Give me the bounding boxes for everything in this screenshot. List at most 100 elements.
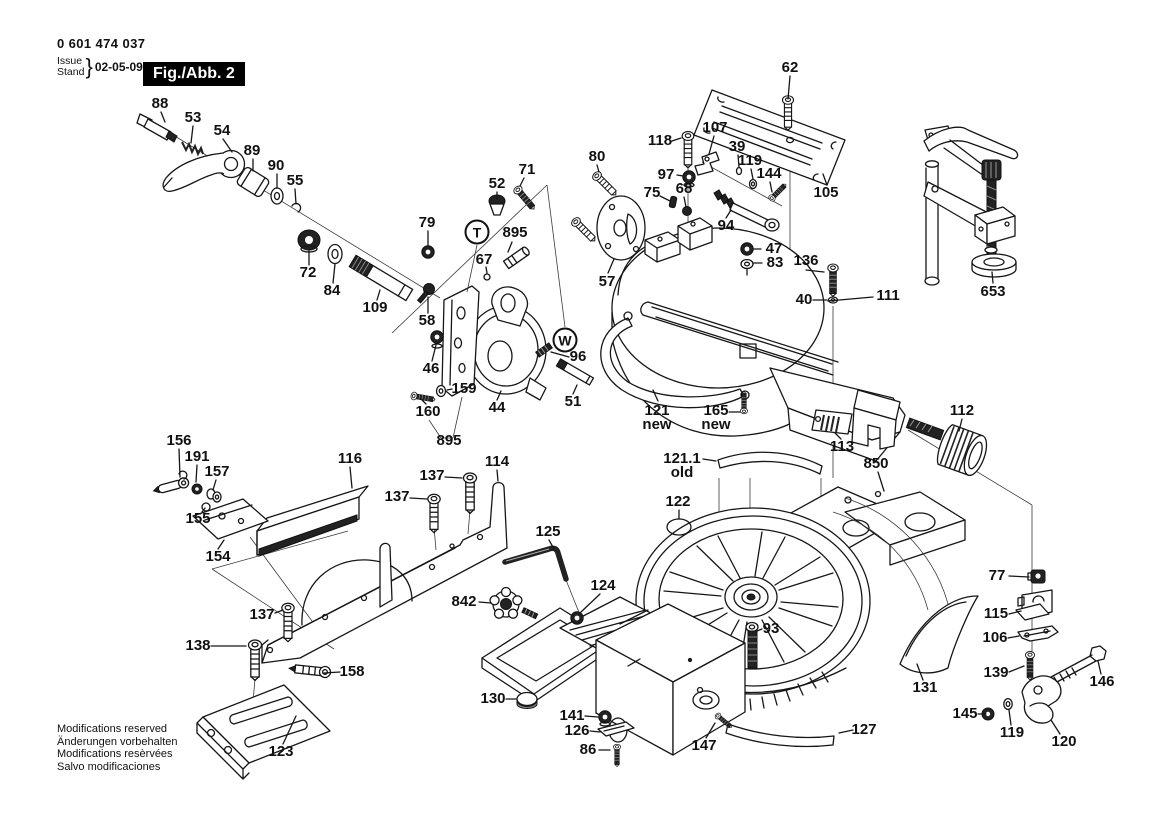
part-label-119: 119 (737, 152, 763, 169)
part-label-895: 895 (502, 224, 528, 241)
hold-down-clamp (923, 125, 1019, 286)
fence-plate-assembly (668, 89, 846, 232)
part-label-109: 109 (362, 299, 388, 316)
part-label-84: 84 (323, 282, 341, 299)
part-label-125: 125 (535, 523, 561, 540)
part-label-75: 75 (643, 184, 661, 201)
part-label-77: 77 (988, 567, 1006, 584)
part-label-139: 139 (983, 664, 1009, 681)
part-label-58: 58 (418, 312, 436, 329)
part-label-113: 113 (829, 438, 855, 455)
part-label-51: 51 (564, 393, 582, 410)
fence-block-assembly (152, 470, 369, 557)
part-label-89: 89 (243, 142, 261, 159)
part-label-106: 106 (982, 629, 1008, 646)
part-label-895: 895 (436, 432, 462, 449)
part-label-119: 119 (999, 724, 1025, 741)
issue-label-de: Stand (57, 66, 85, 78)
part-label-124: 124 (590, 577, 616, 594)
part-label-127: 127 (851, 721, 877, 738)
part-label-67: 67 (475, 251, 493, 268)
part-label-122: 122 (665, 493, 691, 510)
part-label-57: 57 (598, 273, 616, 290)
part-label-90: 90 (267, 157, 285, 174)
sled-assembly (481, 545, 746, 767)
part-label-137: 137 (384, 488, 410, 505)
base-plate-assembly (196, 639, 331, 780)
view-marker-W: W (552, 327, 578, 353)
part-label-79: 79 (418, 214, 436, 231)
issue-label-en: Issue (57, 55, 83, 67)
part-label-118: 118 (647, 132, 673, 149)
part-label-138: 138 (185, 637, 211, 654)
part-label-158: 158 (339, 663, 365, 680)
part-label-144: 144 (756, 165, 782, 182)
part-label-55: 55 (286, 172, 304, 189)
part-label-107: 107 (702, 119, 728, 136)
mount-disc (569, 169, 646, 261)
part-label-40: 40 (795, 291, 813, 308)
part-label-154: 154 (205, 548, 231, 565)
part-label-111: 111 (876, 287, 900, 304)
part-label-131: 131 (912, 679, 938, 696)
part-label-137: 137 (419, 467, 445, 484)
part-label-52: 52 (488, 175, 506, 192)
part-label-160: 160 (415, 403, 441, 420)
part-label-39: 39 (728, 138, 746, 155)
part-label-114: 114 (484, 453, 510, 470)
part-label-191: 191 (184, 448, 210, 465)
part-label-136: 136 (793, 252, 819, 269)
part-label-44: 44 (488, 399, 506, 416)
issue-brace: } (85, 54, 93, 79)
part-label-46: 46 (422, 360, 440, 377)
notice-line-de: Änderungen vorbehalten (57, 735, 178, 748)
pivot-bracket-assembly (441, 183, 595, 401)
part-label-62: 62 (781, 59, 799, 76)
part-label-116: 116 (337, 450, 363, 467)
part-label-54: 54 (213, 122, 231, 139)
document-part-number: 0 601 474 037 (57, 36, 146, 51)
figure-label: Fig./Abb. 2 (143, 62, 245, 86)
part-label-105: 105 (813, 184, 839, 201)
part-label-94: 94 (717, 217, 735, 234)
part-label-147: 147 (691, 737, 717, 754)
issue-row: Issue Stand } 02-05-09 (57, 54, 145, 80)
part-label-47: 47 (765, 240, 783, 257)
title-block: 0 601 474 037 Issue Stand } 02-05-09 (57, 36, 145, 80)
part-label-145: 145 (952, 705, 978, 722)
view-marker-T: T (464, 219, 490, 245)
part-label-88: 88 (151, 95, 169, 112)
part-label-53: 53 (184, 109, 202, 126)
part-label-146: 146 (1089, 673, 1115, 690)
notice-line-en: Modifications reserved (57, 723, 168, 735)
part-label-141: 141 (559, 707, 585, 724)
part-label-126: 126 (564, 722, 590, 739)
part-label-120: 120 (1051, 733, 1077, 750)
part-label-80: 80 (588, 148, 606, 165)
notice-line-es: Salvo modificaciones (57, 760, 161, 773)
detent-parts (981, 569, 1107, 724)
part-label-155: 155 (185, 510, 211, 527)
table-top-assembly (600, 217, 988, 477)
part-label-159: 159 (451, 380, 477, 397)
part-label-97: 97 (657, 166, 675, 183)
part-label-850: 850 (863, 455, 889, 472)
part-label-71: 71 (518, 161, 536, 178)
issue-date: 02-05-09 (94, 60, 143, 74)
leader-lines (160, 75, 1102, 751)
part-label-72: 72 (299, 264, 317, 281)
part-label-93: 93 (762, 620, 780, 637)
part-label-112: 112 (949, 402, 975, 419)
notice-line-fr: Modifications resèrvées (57, 748, 173, 760)
part-label-157: 157 (204, 463, 230, 480)
part-label-842: 842 (451, 593, 477, 610)
part-label-83: 83 (766, 254, 784, 271)
part-label-68: 68 (675, 180, 693, 197)
part-label-86: 86 (579, 741, 597, 758)
part-label-156: 156 (166, 432, 192, 449)
part-label-96: 96 (569, 348, 587, 365)
